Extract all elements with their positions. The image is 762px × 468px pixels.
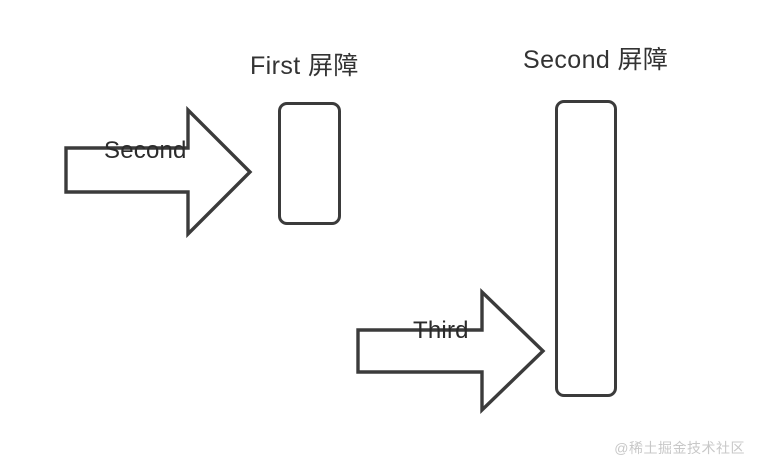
arrow-second-icon: [64, 105, 253, 239]
barrier-second-shape: [555, 100, 617, 397]
barrier-first-shape: [278, 102, 341, 225]
arrow-second-group: Second: [64, 105, 254, 239]
arrow-third-icon: [356, 287, 546, 415]
arrow-third-label: Third: [413, 317, 469, 344]
barrier-first-title: First 屏障: [250, 52, 359, 80]
watermark-text: @稀土掘金技术社区: [614, 440, 745, 456]
arrow-third-group: Third: [356, 287, 548, 415]
arrow-second-label: Second: [104, 137, 187, 164]
barrier-second-title: Second 屏障: [523, 46, 669, 74]
